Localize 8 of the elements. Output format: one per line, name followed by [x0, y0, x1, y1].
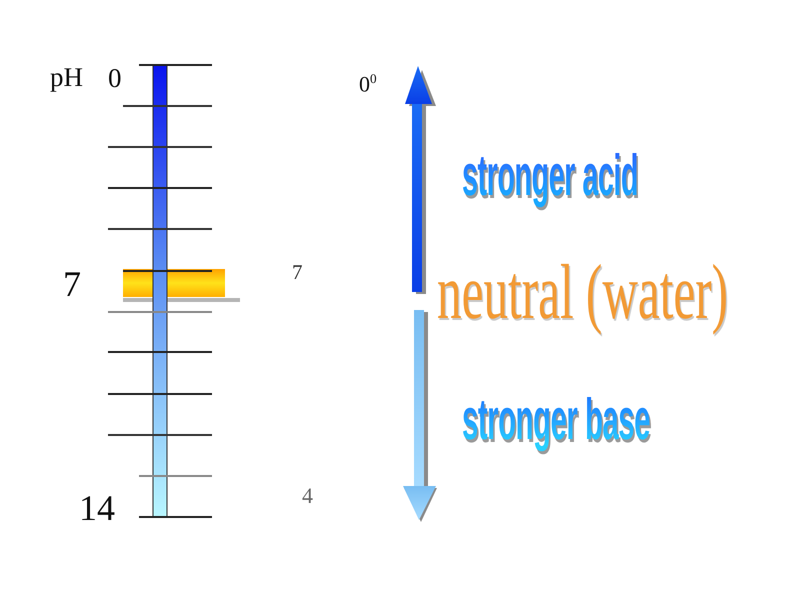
tick-label: 0 [108, 65, 122, 92]
tick-label: 7 [63, 266, 81, 302]
scale-title: pH [50, 64, 83, 92]
tick-label: 7 [292, 262, 302, 284]
tick-label: 4 [302, 484, 313, 507]
tick-label: 0$^{0}$ [359, 72, 377, 95]
tick-label: 14 [79, 490, 115, 526]
midpoint-label: neutral (water) [437, 246, 728, 337]
